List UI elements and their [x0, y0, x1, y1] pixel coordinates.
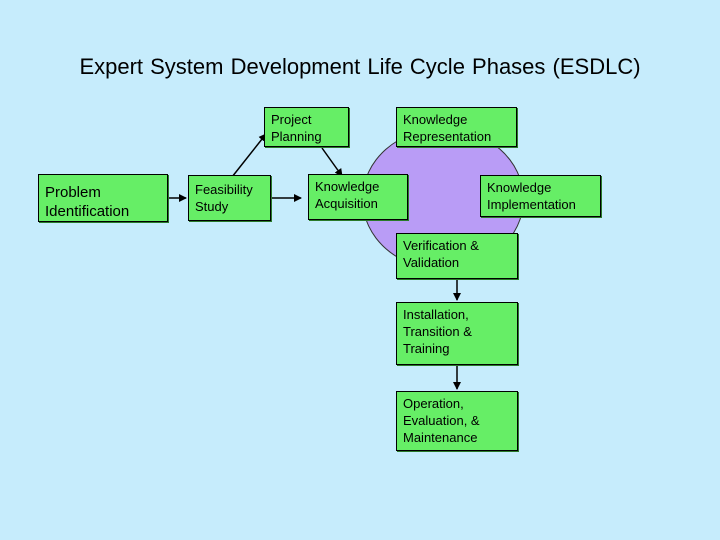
arrow-feasibility-to-planning: [231, 133, 267, 178]
project-planning-box: Project Planning: [264, 107, 349, 147]
feasibility-study-box: Feasibility Study: [188, 175, 271, 221]
verification-validation-box: Verification & Validation: [396, 233, 518, 279]
knowledge-implementation-box: Knowledge Implementation: [480, 175, 601, 217]
knowledge-acquisition-box: Knowledge Acquisition: [308, 174, 408, 220]
problem-identification-box: Problem Identification: [38, 174, 168, 222]
installation-transition-training-box: Installation, Transition & Training: [396, 302, 518, 365]
operation-evaluation-maintenance-box: Operation, Evaluation, & Maintenance: [396, 391, 518, 451]
diagram-title: Expert System Development Life Cycle Pha…: [79, 54, 641, 79]
arrow-planning-to-acquisition: [321, 147, 343, 177]
knowledge-representation-box: Knowledge Representation: [396, 107, 517, 147]
